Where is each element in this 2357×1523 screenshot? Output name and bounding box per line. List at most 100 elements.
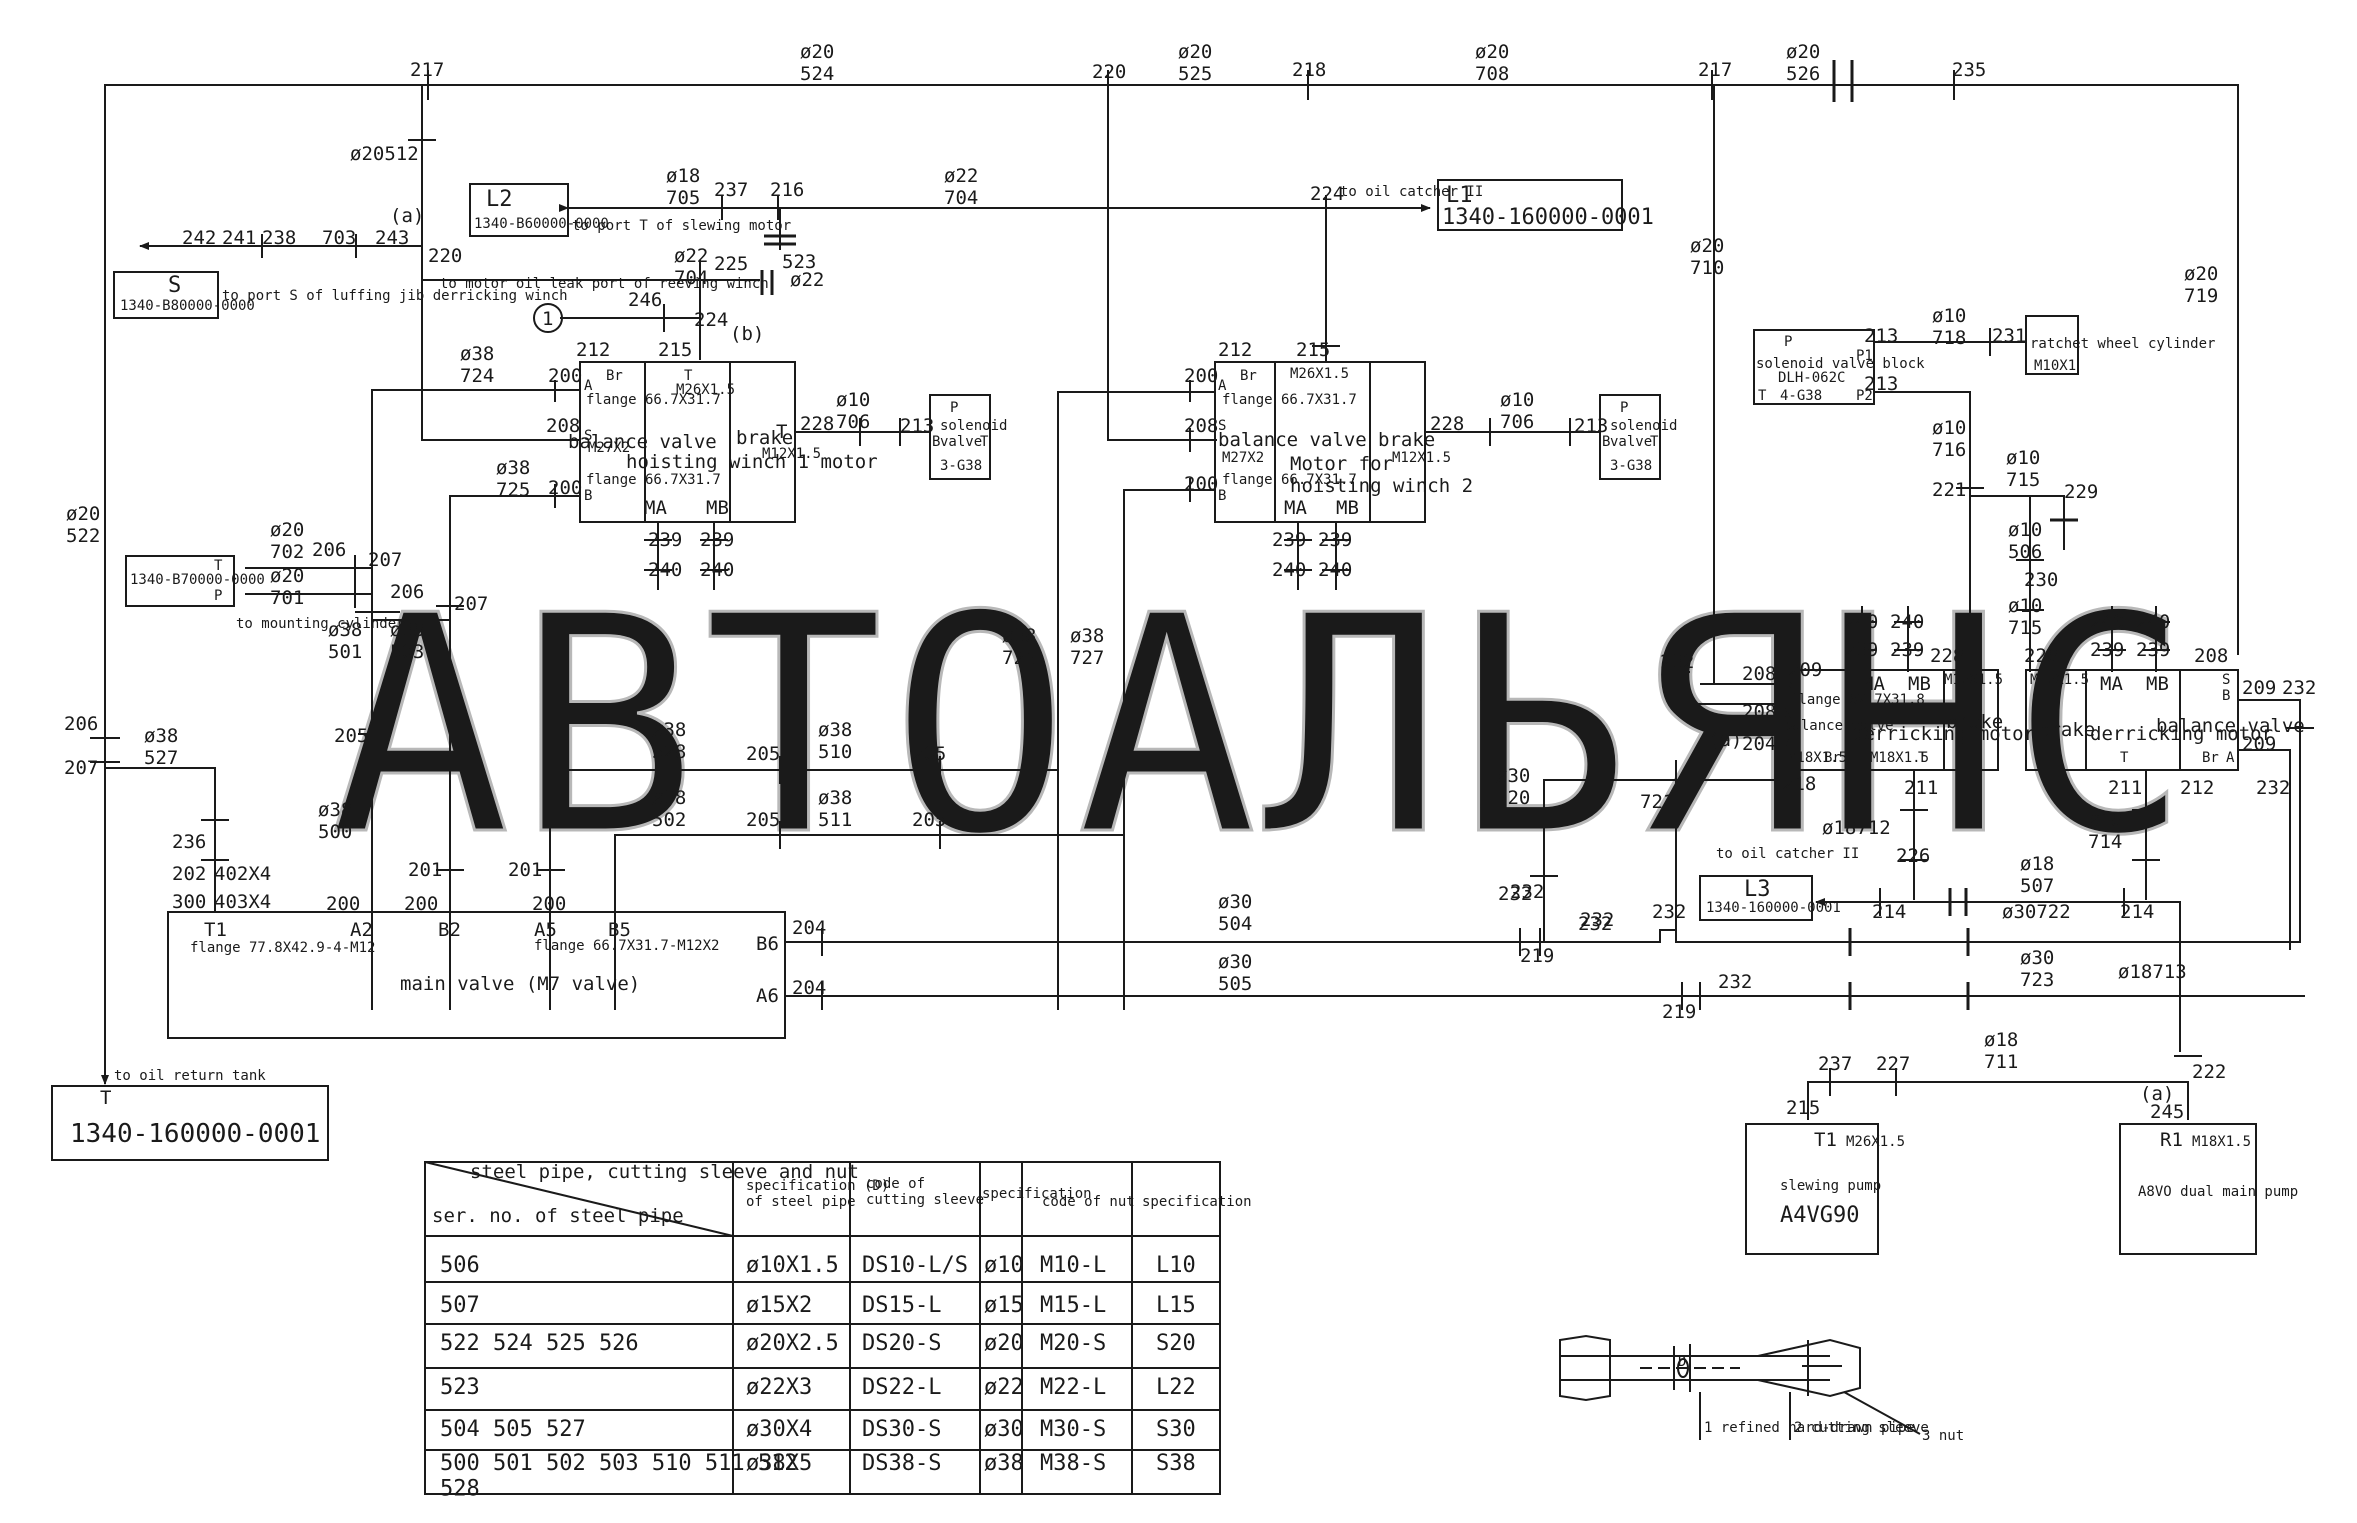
svg-text:MB: MB [2146, 673, 2169, 695]
spec-table-cell-nspec: L15 [1156, 1293, 1196, 1318]
spec-table-cell-sleeve: DS20-S [862, 1331, 941, 1356]
spec-table-cell-nspec: L22 [1156, 1375, 1196, 1400]
svg-text:205: 205 [746, 809, 780, 831]
svg-text:to port T of slewing motor: to port T of slewing motor [572, 218, 791, 234]
svg-text:A: A [1784, 736, 1793, 752]
svg-text:3-G38: 3-G38 [940, 458, 982, 474]
svg-text:214: 214 [1872, 901, 1906, 923]
svg-text:235: 235 [1952, 59, 1986, 81]
svg-text:MA: MA [2100, 673, 2123, 695]
svg-text:(a): (a) [1708, 729, 1742, 751]
svg-text:to oil catcher II: to oil catcher II [1716, 846, 1859, 862]
svg-text:200: 200 [404, 893, 438, 915]
svg-text:243: 243 [375, 227, 409, 249]
svg-text:228: 228 [1930, 645, 1964, 667]
spec-table-cell-spec: ø22 [984, 1375, 1024, 1400]
svg-text:L2: L2 [486, 187, 513, 212]
svg-text:(b): (b) [730, 323, 764, 345]
svg-text:240: 240 [2090, 611, 2124, 633]
svg-text:219: 219 [1520, 945, 1554, 967]
svg-text:212: 212 [576, 339, 610, 361]
svg-text:T: T [776, 421, 787, 443]
svg-text:245: 245 [2150, 1101, 2184, 1123]
svg-text:A5: A5 [534, 919, 557, 941]
svg-text:P: P [1784, 334, 1792, 350]
svg-text:D: D [1678, 1354, 1686, 1370]
svg-text:220: 220 [428, 245, 462, 267]
reeving-note: to motor oil leak port of reeving winch [440, 276, 769, 292]
svg-text:232: 232 [1652, 901, 1686, 923]
svg-text:flange 66.7X31.7: flange 66.7X31.7 [1222, 392, 1357, 408]
svg-text:MB: MB [706, 497, 729, 519]
svg-text:to port S of luffing jib derri: to port S of luffing jib derricking winc… [222, 288, 568, 304]
svg-text:229: 229 [2064, 481, 2098, 503]
oil-return-tank: T 1340-160000-0001 to oil return tank [51, 1068, 329, 1161]
svg-text:212: 212 [2180, 777, 2214, 799]
svg-text:B: B [1784, 676, 1792, 692]
svg-text:A4VG90: A4VG90 [1780, 1203, 1859, 1228]
svg-text:ø20512: ø20512 [350, 143, 419, 165]
svg-text:200: 200 [1184, 365, 1218, 387]
svg-text:220: 220 [1092, 61, 1126, 83]
svg-text:Br: Br [2202, 750, 2219, 766]
svg-text:242: 242 [182, 227, 216, 249]
svg-text:213: 213 [1864, 373, 1898, 395]
svg-text:523: 523 [782, 251, 816, 273]
svg-text:226: 226 [1896, 845, 1930, 867]
svg-text:P: P [950, 400, 958, 416]
svg-text:207: 207 [454, 593, 488, 615]
svg-text:balance valve: balance valve [1218, 429, 1367, 451]
svg-text:238: 238 [262, 227, 296, 249]
svg-text:T: T [980, 434, 989, 450]
svg-text:S: S [2222, 672, 2230, 688]
svg-text:T: T [1918, 750, 1927, 766]
derricking-motor-right: M12X1.5 brake derricking motor balance v… [2025, 669, 2305, 771]
svg-text:239: 239 [1844, 639, 1878, 661]
spec-table-cell-sleeve: DS10-L/S [862, 1253, 968, 1278]
svg-text:A8VO dual main pump: A8VO dual main pump [2138, 1184, 2298, 1200]
svg-text:240: 240 [1890, 611, 1924, 633]
svg-text:1340-B70000-0000: 1340-B70000-0000 [130, 572, 265, 588]
svg-text:Br: Br [606, 368, 623, 384]
svg-text:ø18713: ø18713 [2118, 961, 2187, 983]
svg-text:239: 239 [1272, 529, 1306, 551]
svg-text:208: 208 [1742, 663, 1776, 685]
ratchet-wheel-cylinder: ratchet wheel cylinder M10X1 [2025, 315, 2215, 375]
port-L3-box: L3 1340-160000-0001 to oil catcher II [1699, 846, 1859, 921]
spec-table-cell-sleeve: DS30-S [862, 1417, 941, 1442]
spec-table-cell-nut: M15-L [1040, 1293, 1106, 1318]
svg-text:Br: Br [1824, 750, 1841, 766]
spec-table-cell-sleeve: DS22-L [862, 1375, 941, 1400]
spec-table-cell-ser: 507 [440, 1293, 480, 1318]
svg-text:B6: B6 [756, 933, 779, 955]
svg-text:Br: Br [1240, 368, 1257, 384]
spec-table-cell-spec: ø10 [984, 1253, 1024, 1278]
svg-text:208: 208 [1184, 415, 1218, 437]
svg-text:239: 239 [1318, 529, 1352, 551]
svg-text:232: 232 [1510, 881, 1544, 903]
svg-text:703: 703 [322, 227, 356, 249]
pipe-network [90, 60, 2314, 1120]
svg-text:200: 200 [548, 365, 582, 387]
svg-text:200: 200 [326, 893, 360, 915]
svg-text:T: T [1650, 434, 1659, 450]
svg-text:M10X1: M10X1 [2034, 358, 2076, 374]
svg-text:M12X1.5: M12X1.5 [1392, 450, 1451, 466]
svg-text:B: B [2222, 688, 2230, 704]
svg-text:225: 225 [714, 253, 748, 275]
svg-text:flange 67.7X31.8: flange 67.7X31.8 [1790, 692, 1925, 708]
svg-text:239: 239 [648, 529, 682, 551]
svg-text:P2: P2 [1856, 388, 1873, 404]
spec-table-cell-pipe: ø10X1.5 [746, 1253, 839, 1278]
svg-text:402X4: 402X4 [214, 863, 271, 885]
